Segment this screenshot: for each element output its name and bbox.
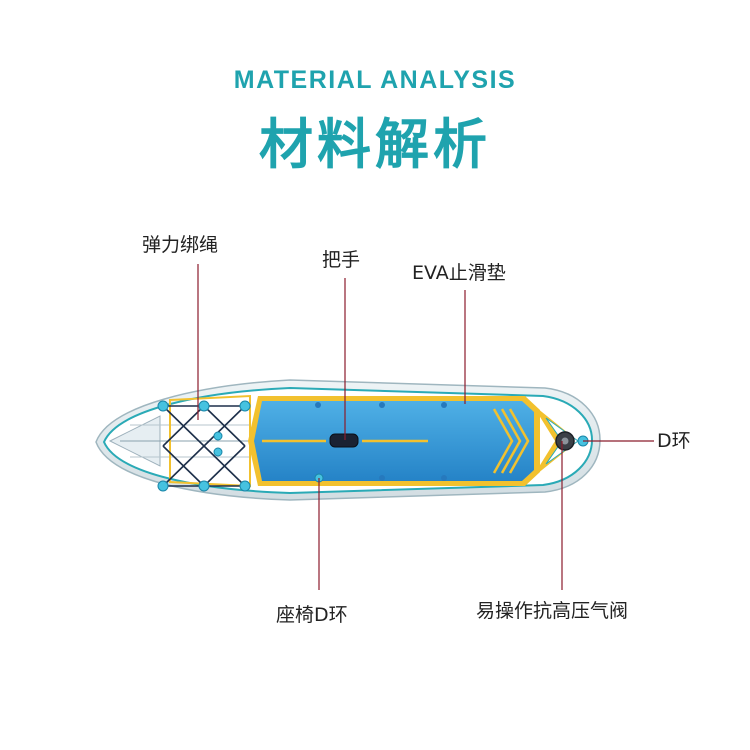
title-english: MATERIAL ANALYSIS [233,66,517,94]
carry-handle [329,433,359,448]
bungee-anchors [157,400,251,492]
bungee-cords [162,405,246,487]
label-seat-d-ring: 座椅D环 [276,604,348,626]
deck-chevrons [492,408,530,474]
title-chinese: 材料解析 [259,113,491,176]
label-eva-pad: EVA止滑垫 [412,262,506,284]
label-bungee-cord: 弹力绑绳 [142,234,219,256]
leader-lines [197,264,654,590]
label-handle: 把手 [322,249,361,271]
label-valve: 易操作抗高压气阀 [476,600,629,622]
deck-grooves [315,402,447,481]
tail-graphic [108,394,255,488]
label-d-ring: D环 [657,430,691,452]
